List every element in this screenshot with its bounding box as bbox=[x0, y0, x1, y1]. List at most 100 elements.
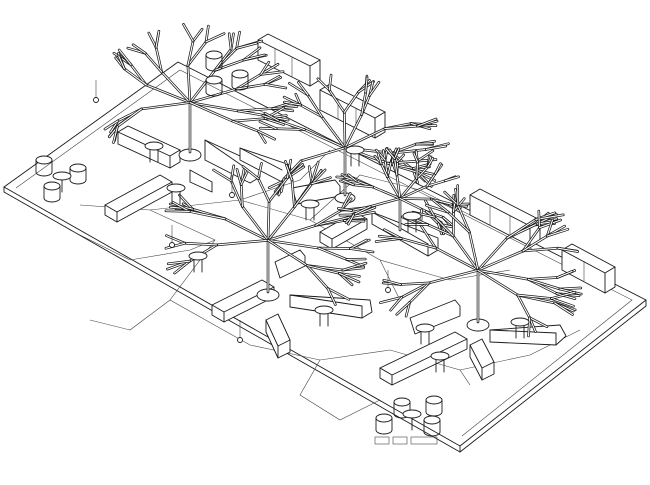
tree-branch bbox=[343, 91, 360, 113]
tree-branch bbox=[132, 44, 146, 54]
tree-branch bbox=[522, 235, 548, 252]
tree-branch bbox=[427, 157, 434, 168]
tree-branch bbox=[264, 75, 280, 85]
tree-branch bbox=[178, 194, 194, 210]
tree-northwest bbox=[103, 23, 299, 154]
tree-branch bbox=[260, 71, 284, 75]
tree-branch bbox=[187, 64, 191, 104]
stool bbox=[43, 181, 61, 203]
tree-branch bbox=[187, 40, 194, 66]
tree-branch bbox=[416, 161, 419, 180]
tree-branch bbox=[232, 118, 266, 122]
tree-branch bbox=[557, 270, 573, 278]
high-table bbox=[144, 141, 164, 163]
tree-branch bbox=[192, 28, 203, 42]
tree-branch bbox=[267, 239, 320, 249]
stool bbox=[205, 75, 223, 97]
tree-branch bbox=[344, 114, 363, 149]
tree-branch bbox=[213, 169, 232, 182]
tree-branch bbox=[527, 317, 531, 337]
tree-branch bbox=[228, 33, 232, 50]
tree-branch bbox=[260, 61, 270, 75]
tree-branch bbox=[369, 197, 401, 208]
high-table bbox=[415, 323, 435, 345]
tree-branch bbox=[452, 195, 457, 213]
side-table bbox=[402, 409, 422, 431]
tree-branch bbox=[390, 296, 403, 311]
tree-branch bbox=[396, 301, 411, 315]
tree-branch bbox=[401, 282, 430, 298]
tree-branch bbox=[318, 247, 351, 250]
tree-branch bbox=[311, 169, 326, 185]
tree-branch bbox=[432, 199, 449, 213]
tree-branch bbox=[311, 161, 319, 183]
stool bbox=[425, 395, 443, 417]
tree-branch bbox=[346, 258, 366, 261]
tree-branch bbox=[546, 228, 569, 237]
tree-branch bbox=[306, 265, 329, 290]
tree-branch bbox=[380, 163, 388, 178]
tree-branch bbox=[235, 73, 262, 90]
tree-branch bbox=[384, 125, 419, 130]
tree-branch bbox=[237, 107, 274, 112]
high-table bbox=[300, 199, 320, 221]
tree-branch bbox=[214, 48, 232, 71]
tree-branch bbox=[267, 239, 308, 267]
tree-branch bbox=[165, 242, 186, 249]
tree-branch bbox=[372, 186, 401, 200]
tree-branch bbox=[386, 176, 401, 200]
tables-and-stools bbox=[35, 50, 530, 437]
tree-branch bbox=[155, 46, 163, 73]
tree-branch bbox=[277, 120, 305, 131]
high-table bbox=[402, 211, 422, 233]
tree-branch bbox=[236, 168, 242, 186]
tree-branch bbox=[342, 179, 354, 186]
tree-branch bbox=[148, 32, 157, 48]
tree-branch bbox=[434, 163, 441, 175]
tree-branch bbox=[216, 239, 269, 246]
tree-branch bbox=[399, 282, 430, 286]
tree-branch bbox=[318, 247, 348, 261]
tree-branch bbox=[328, 89, 345, 113]
stool bbox=[423, 415, 441, 437]
tree-branch bbox=[145, 84, 191, 104]
tree-branch bbox=[426, 180, 446, 187]
high-table bbox=[314, 305, 334, 327]
tree-branch bbox=[550, 297, 575, 307]
tree-branch bbox=[477, 237, 508, 271]
tree-branch bbox=[527, 276, 559, 280]
tree-branch bbox=[188, 210, 226, 220]
tree-branch bbox=[529, 317, 548, 328]
tree-branch bbox=[189, 69, 216, 104]
tree-branch bbox=[230, 165, 235, 182]
tree-branch bbox=[428, 269, 479, 284]
tree-branch bbox=[268, 177, 288, 202]
high-table bbox=[345, 145, 365, 167]
tree-branch bbox=[424, 200, 436, 218]
tree-branch bbox=[172, 201, 190, 212]
tree-branch bbox=[517, 294, 531, 319]
tree-branch bbox=[257, 162, 263, 180]
tree-branch bbox=[351, 211, 375, 218]
tree-branch bbox=[189, 101, 234, 122]
tree-branch bbox=[112, 125, 118, 144]
tree-branch bbox=[236, 31, 241, 49]
tree-branch bbox=[214, 59, 245, 71]
tree-branch bbox=[344, 128, 386, 149]
tree-branch bbox=[385, 148, 396, 160]
tree-branch bbox=[377, 153, 382, 165]
stool bbox=[205, 50, 223, 72]
tree-branch bbox=[224, 218, 269, 241]
tree-branch bbox=[435, 247, 479, 271]
tree-branch bbox=[417, 118, 437, 127]
tree-branch bbox=[394, 158, 398, 176]
tree-branch bbox=[457, 204, 470, 233]
tree-branch bbox=[285, 164, 293, 181]
tree-branch bbox=[104, 120, 119, 130]
tree-branch bbox=[327, 287, 350, 300]
tree-branch bbox=[306, 265, 340, 274]
tree-branch bbox=[184, 242, 218, 246]
tree-branch bbox=[236, 42, 258, 49]
tree-branch bbox=[337, 207, 353, 212]
tree-branch bbox=[349, 239, 368, 250]
